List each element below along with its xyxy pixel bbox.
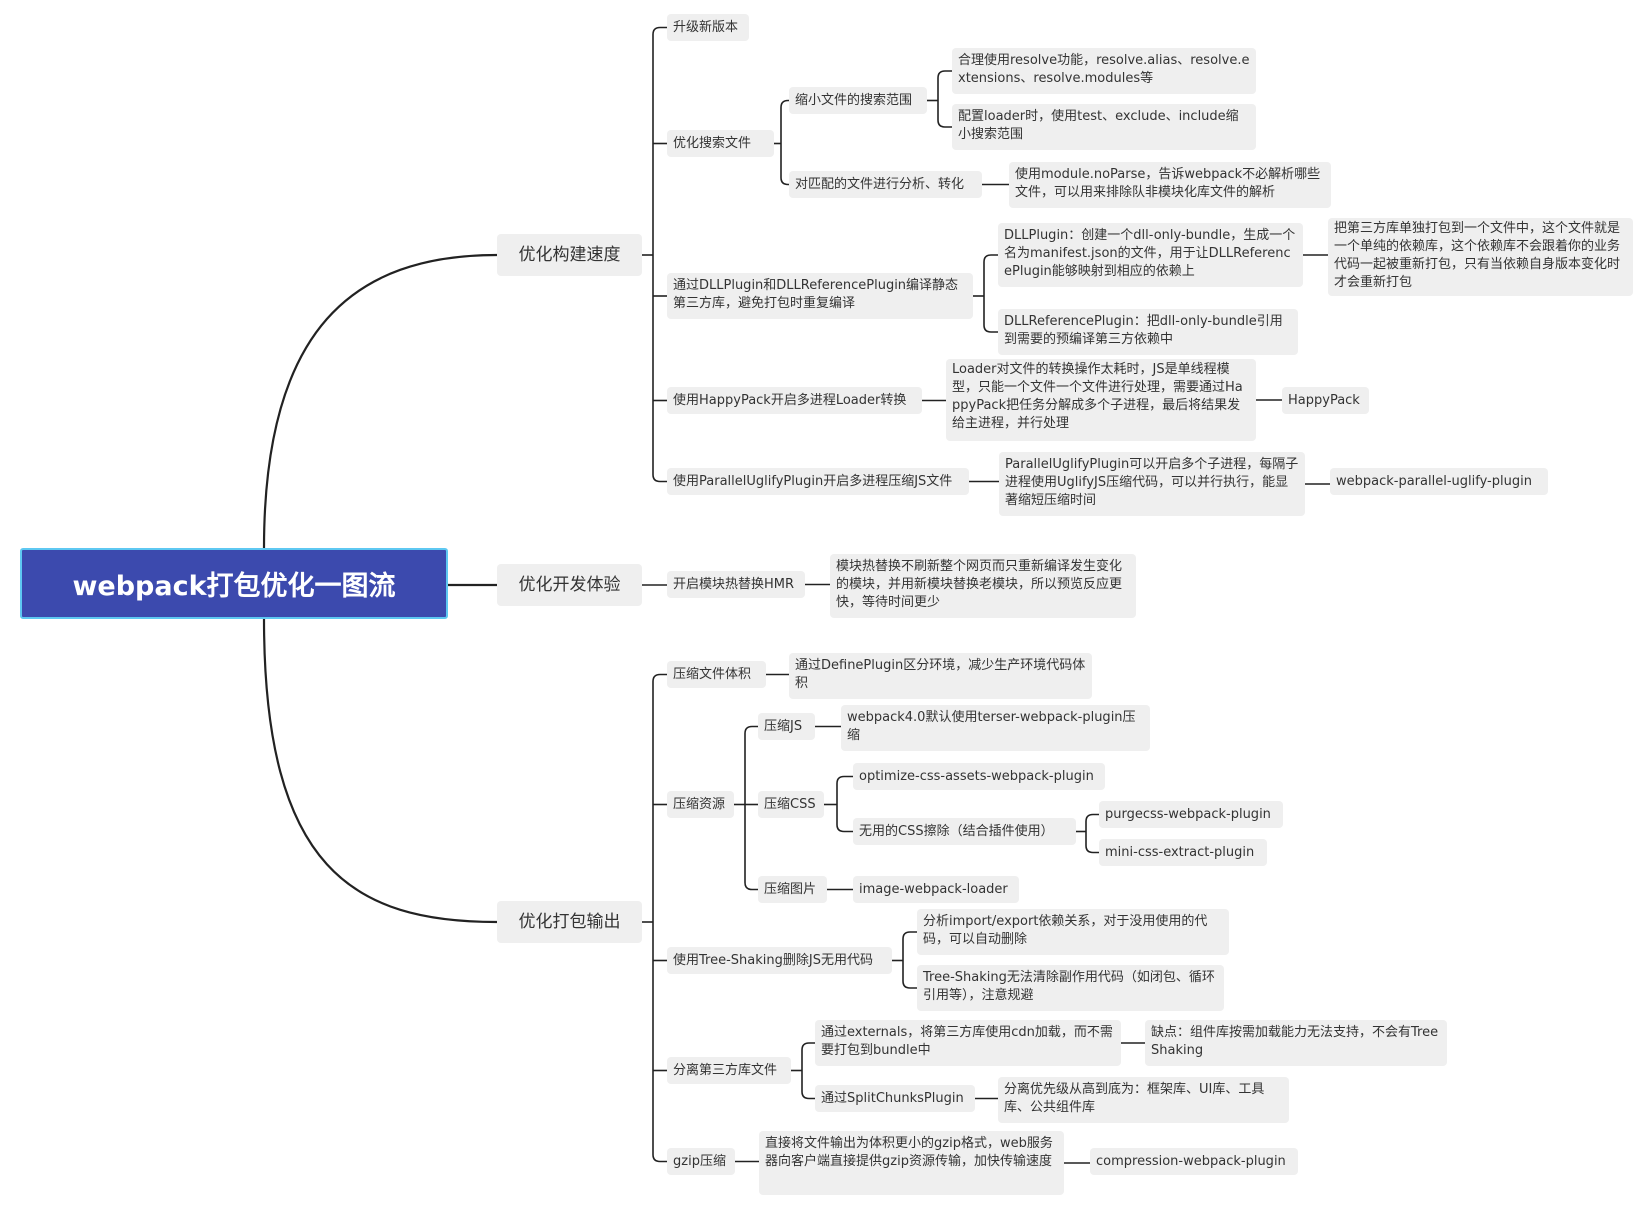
node-img[interactable]: 压缩图片 xyxy=(758,876,827,903)
connector-line xyxy=(801,1042,815,1051)
connector-line xyxy=(652,1154,667,1163)
connector-line xyxy=(652,26,667,35)
node-externals-con[interactable]: 缺点：组件库按需加载能力无法支持，不会有TreeShaking xyxy=(1145,1020,1447,1066)
node-dll-plugin[interactable]: DLLPlugin：创建一个dll-only-bundle，生成一个名为mani… xyxy=(998,223,1303,287)
branch-build-speed[interactable]: 优化构建速度 xyxy=(497,234,642,276)
connector-line xyxy=(1085,845,1099,854)
root-node[interactable]: webpack打包优化一图流 xyxy=(20,548,448,619)
node-define[interactable]: 通过DefinePlugin区分环境，减少生产环境代码体积 xyxy=(789,653,1092,699)
node-gzip-desc[interactable]: 直接将文件输出为体积更小的gzip格式，web服务器向客户端直接提供gzip资源… xyxy=(759,1131,1064,1195)
branch-output[interactable]: 优化打包输出 xyxy=(497,901,642,943)
connector-line xyxy=(983,324,998,333)
node-hmr[interactable]: 开启模块热替换HMR xyxy=(667,571,805,598)
node-gzip-plugin[interactable]: compression-webpack-plugin xyxy=(1090,1148,1298,1175)
node-split[interactable]: 通过SplitChunksPlugin xyxy=(815,1085,975,1112)
connector-line xyxy=(937,119,952,128)
node-happypack[interactable]: 使用HappyPack开启多进程Loader转换 xyxy=(667,387,922,414)
node-split-priority[interactable]: 分离优先级从高到底为：框架库、UI库、工具库、公共组件库 xyxy=(998,1077,1289,1123)
connector-line xyxy=(262,618,498,924)
node-unused-css[interactable]: 无用的CSS擦除（结合插件使用） xyxy=(853,818,1076,845)
node-happypack-name[interactable]: HappyPack xyxy=(1282,387,1369,414)
node-image-loader[interactable]: image-webpack-loader xyxy=(853,876,1019,903)
node-js[interactable]: 压缩JS xyxy=(758,713,815,740)
node-loader-scope[interactable]: 配置loader时，使用test、exclude、include缩小搜索范围 xyxy=(952,104,1256,150)
connector-line xyxy=(902,980,917,989)
node-css[interactable]: 压缩CSS xyxy=(758,791,824,818)
node-parallel-name[interactable]: webpack-parallel-uglify-plugin xyxy=(1330,468,1548,495)
node-parallel[interactable]: 使用ParallelUglifyPlugin开启多进程压缩JS文件 xyxy=(667,468,969,495)
connector-line xyxy=(983,254,998,263)
node-externals[interactable]: 通过externals，将第三方库使用cdn加载，而不需要打包到bundle中 xyxy=(815,1020,1121,1066)
connector-line xyxy=(801,1091,815,1100)
connector-line xyxy=(744,882,758,891)
node-resolve[interactable]: 合理使用resolve功能，resolve.alias、resolve.exte… xyxy=(952,48,1256,94)
node-compress[interactable]: 压缩资源 xyxy=(667,791,734,818)
node-optimize-css[interactable]: optimize-css-assets-webpack-plugin xyxy=(853,763,1105,790)
connector-line xyxy=(937,70,952,79)
node-parallel-desc[interactable]: ParallelUglifyPlugin可以开启多个子进程，每隔子进程使用Ugl… xyxy=(999,452,1305,516)
node-narrow-scope[interactable]: 缩小文件的搜索范围 xyxy=(789,87,927,114)
node-volume[interactable]: 压缩文件体积 xyxy=(667,661,766,688)
node-dll[interactable]: 通过DLLPlugin和DLLReferencePlugin编译静态第三方库，避… xyxy=(667,273,973,319)
connector-line xyxy=(836,824,853,833)
connector-line xyxy=(1085,813,1099,822)
connector-line xyxy=(744,725,758,734)
node-terser[interactable]: webpack4.0默认使用terser-webpack-plugin压缩 xyxy=(841,705,1150,751)
node-upgrade[interactable]: 升级新版本 xyxy=(667,14,749,41)
node-analyze[interactable]: 对匹配的文件进行分析、转化 xyxy=(789,171,982,198)
connector-line xyxy=(836,775,853,784)
node-tree-analyze[interactable]: 分析import/export依赖关系，对于没用使用的代码，可以自动删除 xyxy=(917,909,1229,955)
node-mini-css[interactable]: mini-css-extract-plugin xyxy=(1099,839,1267,866)
connector-line xyxy=(780,99,789,108)
node-noparse[interactable]: 使用module.noParse，告诉webpack不必解析哪些文件，可以用来排… xyxy=(1009,162,1331,208)
node-separate[interactable]: 分离第三方库文件 xyxy=(667,1057,791,1084)
node-gzip[interactable]: gzip压缩 xyxy=(667,1148,735,1175)
node-dll-note[interactable]: 把第三方库单独打包到一个文件中，这个文件就是一个单纯的依赖库，这个依赖库不会跟着… xyxy=(1328,218,1633,296)
node-tree-side[interactable]: Tree-Shaking无法清除副作用代码（如闭包、循环引用等），注意规避 xyxy=(917,965,1224,1011)
branch-dev-experience[interactable]: 优化开发体验 xyxy=(497,564,642,606)
connector-line xyxy=(652,474,667,483)
node-purgecss[interactable]: purgecss-webpack-plugin xyxy=(1099,801,1283,828)
connector-line xyxy=(780,177,789,186)
node-hmr-desc[interactable]: 模块热替换不刷新整个网页而只重新编译发生变化的模块，并用新模块替换老模块，所以预… xyxy=(830,554,1136,618)
node-tree[interactable]: 使用Tree-Shaking删除JS无用代码 xyxy=(667,947,892,974)
node-happypack-desc[interactable]: Loader对文件的转换操作太耗时，JS是单线程模型，只能一个文件一个文件进行处… xyxy=(946,359,1256,441)
connector-line xyxy=(652,673,667,682)
node-dll-ref[interactable]: DLLReferencePlugin：把dll-only-bundle引用到需要… xyxy=(998,309,1298,355)
connector-line xyxy=(902,931,917,940)
connector-line xyxy=(262,253,498,549)
node-search[interactable]: 优化搜索文件 xyxy=(667,130,774,157)
